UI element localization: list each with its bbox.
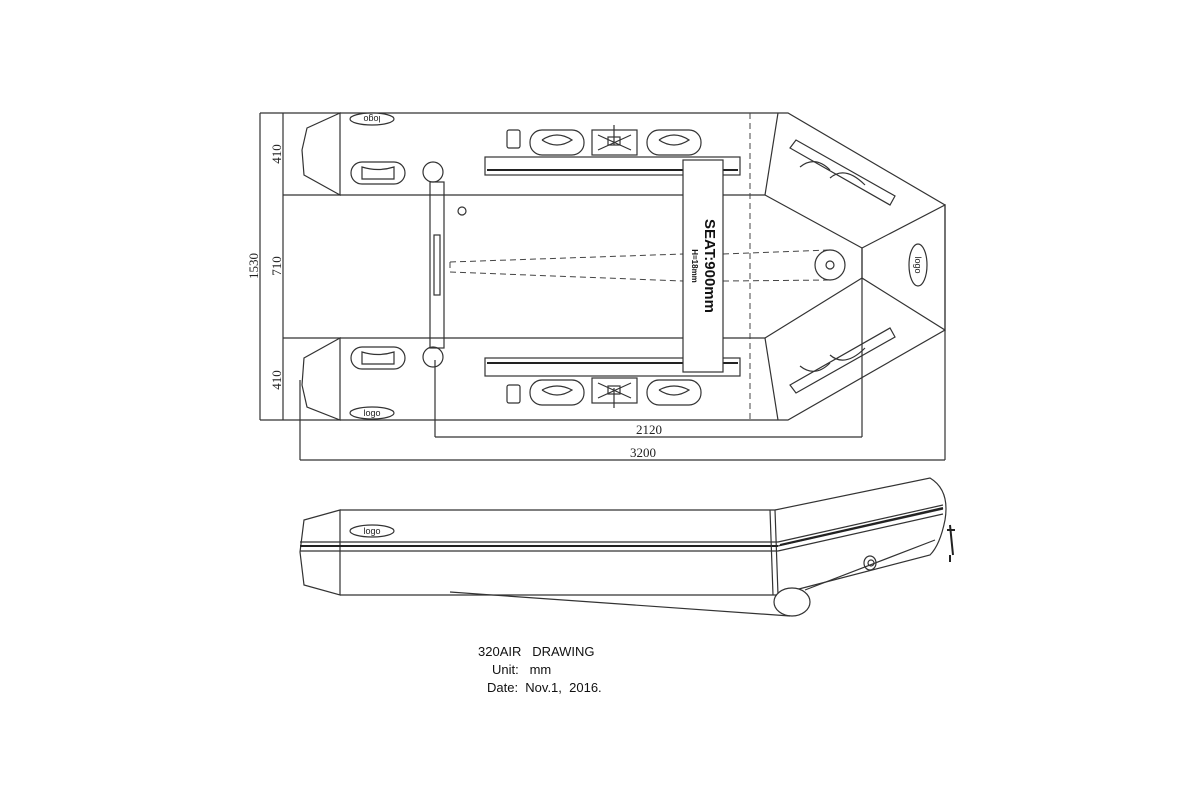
dim-floor-length: 2120 [636, 422, 662, 437]
dim-overall-width: 1530 [246, 253, 261, 279]
stern-cone-bottom [301, 336, 341, 421]
boat-top-view: logo logo logo [283, 112, 946, 421]
boat-side-view: logo [299, 477, 955, 617]
bow-ring-icon [814, 249, 846, 281]
bow-cone [861, 204, 946, 332]
bow-handles [789, 139, 896, 394]
seat [682, 159, 724, 373]
logo-side: logo [363, 526, 380, 536]
drawing-unit: Unit: mm [492, 662, 552, 677]
stern-cone-top [301, 112, 341, 197]
logo-top: logo [363, 114, 380, 124]
transom [422, 161, 445, 368]
dim-tube-top: 410 [269, 144, 284, 164]
logo-bottom: logo [363, 408, 380, 418]
dim-floor-width: 710 [269, 256, 284, 276]
dim-tube-bottom: 410 [269, 370, 284, 390]
drawing-date: Date: Nov.1, 2016. [487, 680, 602, 695]
logo-bow: logo [913, 256, 923, 273]
seat-label: SEAT:900mm [701, 219, 718, 313]
oarlock-fittings [506, 125, 702, 408]
drawing-title: 320AIR DRAWING [478, 644, 595, 659]
seat-thickness: H=18mm [690, 249, 699, 283]
dimension-lines [259, 112, 946, 461]
drain-icon [457, 206, 467, 216]
handle-icon [350, 161, 406, 370]
dim-overall-length: 3200 [630, 445, 656, 460]
